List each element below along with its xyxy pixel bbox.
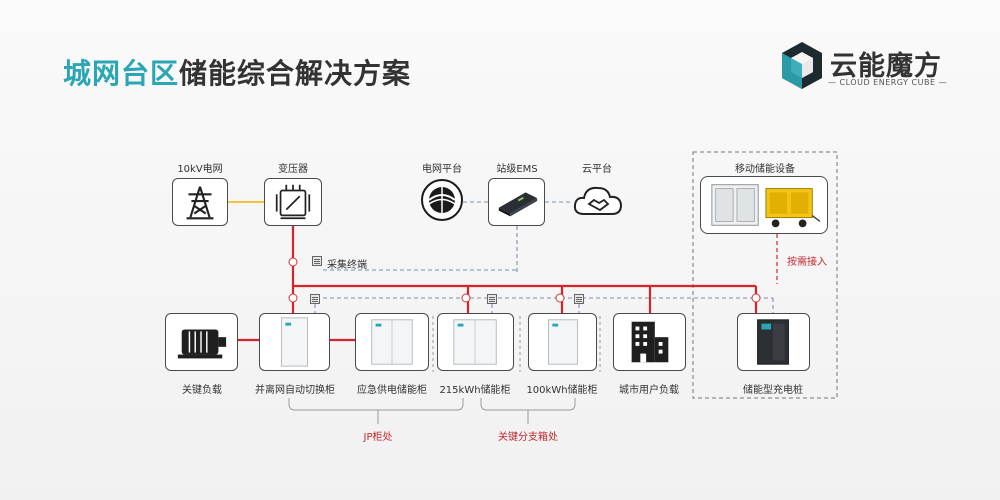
terminal-icon [574,294,584,304]
brand-logo: 云能魔方 — CLOUD ENERGY CUBE — [780,40,960,92]
label-station-ems: 站级EMS [496,164,538,175]
label-mobile-storage: 移动储能设备 [735,164,795,175]
junction-node [288,257,298,267]
label-storage-215: 215kWh储能柜 [439,385,511,396]
label-critical-load: 关键负载 [182,385,222,396]
cabinet-icon [371,319,413,365]
motor-icon [177,329,227,359]
label-switch-cabinet: 并离网自动切换柜 [255,385,335,396]
mobile-storage-units-icon [711,184,821,228]
power-tower-icon [186,186,214,220]
cabinet-icon [548,319,578,365]
critical-load-box [165,313,238,371]
label-10kv-grid: 10kV电网 [177,164,223,175]
label-critical-branch: 关键分支箱处 [498,432,558,443]
switch-cabinet-box [259,313,330,371]
junction-node [555,293,565,303]
city-load-box [613,313,686,371]
transformer-icon [275,184,311,220]
cloud-handshake-icon [572,180,624,220]
label-emergency-cabinet: 应急供电储能柜 [357,385,427,396]
storage-100-box [528,313,597,371]
logo-name: 云能魔方 [830,51,942,82]
station-ems-box [488,178,545,226]
cube-logo-icon [782,42,822,89]
label-city-load: 城市用户负载 [619,385,679,396]
charging-pile-box [737,313,810,371]
group-brackets [288,398,576,424]
storage-215-box [437,313,514,371]
label-collection-terminal: 采集终端 [327,260,367,271]
label-charging-pile: 储能型充电桩 [743,385,803,396]
label-transformer: 变压器 [278,164,308,175]
label-cloud-platform: 云平台 [582,164,612,175]
collection-terminal-icon [312,256,322,266]
mobile-storage-box [700,176,828,234]
terminal-icon [310,294,320,304]
page-title: 城网台区储能综合解决方案 [63,52,411,92]
junction-node [751,293,761,303]
terminal-icon [487,294,497,304]
state-grid-logo-icon [420,178,464,222]
building-icon [631,321,669,363]
comm-lines [314,201,774,314]
label-jp-cabinet: JP柜处 [363,432,393,443]
cabinet-icon [280,317,309,367]
charging-cabinet-icon [757,319,789,365]
junction-node [461,293,471,303]
label-storage-100: 100kWh储能柜 [526,385,598,396]
transformer-box [264,178,322,226]
label-grid-platform: 电网平台 [422,164,462,175]
cabinet-icon [453,319,497,365]
emergency-cabinet-box [355,313,429,371]
grid-10kv-box [172,178,228,226]
ems-device-icon [498,192,538,217]
logo-subtitle: — CLOUD ENERGY CUBE — [828,78,948,87]
title-highlight: 城网台区 [63,57,180,90]
title-rest: 储能综合解决方案 [179,57,412,90]
junction-node [288,293,298,303]
label-on-demand: 按需接入 [787,257,827,268]
mobile-storage-frame [692,151,838,399]
